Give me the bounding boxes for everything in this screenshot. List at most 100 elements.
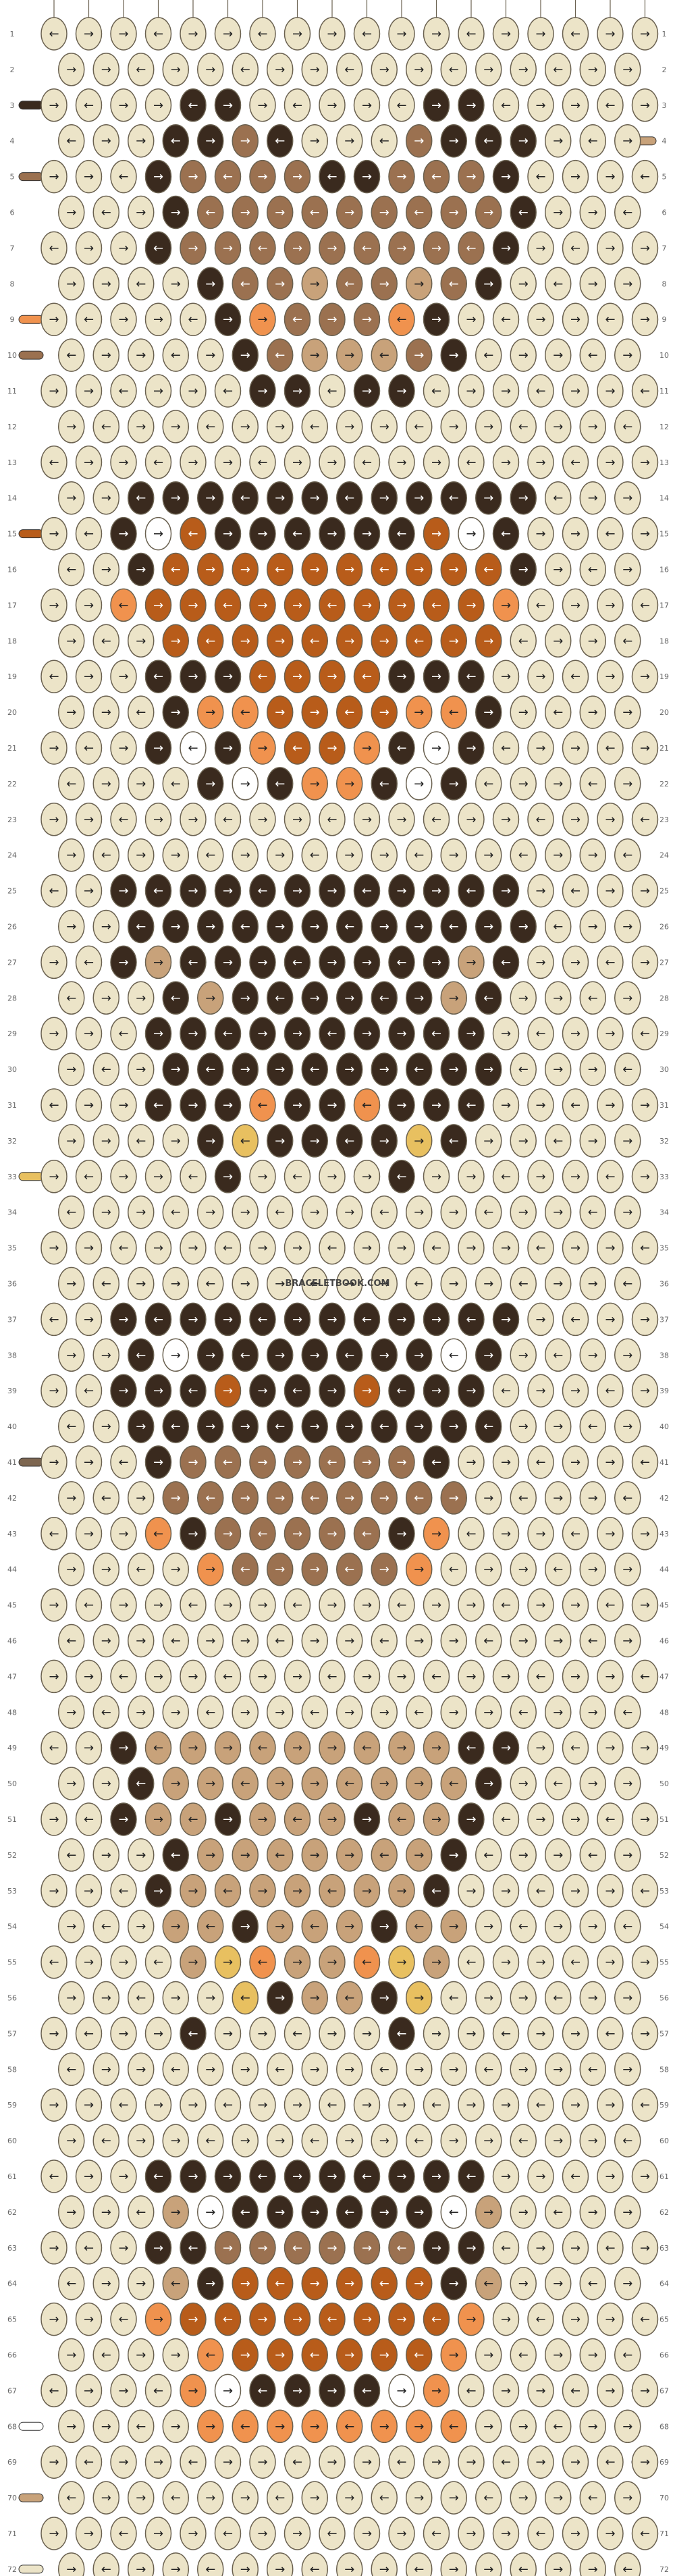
- arrow-right-icon: →: [379, 1277, 389, 1291]
- arrow-right-icon: →: [118, 1741, 128, 1755]
- knot: →: [249, 588, 276, 622]
- arrow-right-icon: →: [118, 1527, 128, 1541]
- knot: →: [371, 909, 398, 944]
- arrow-left-icon: ←: [84, 2455, 94, 2469]
- row-number-left: 35: [7, 1244, 17, 1253]
- knot: →: [527, 1088, 554, 1122]
- knot: ←: [458, 1517, 485, 1551]
- knot: →: [475, 195, 502, 230]
- arrow-right-icon: →: [605, 2098, 615, 2112]
- knot: →: [388, 374, 415, 408]
- row-number-right: 18: [659, 637, 669, 645]
- arrow-right-icon: →: [362, 527, 372, 541]
- arrow-left-icon: ←: [292, 2455, 302, 2469]
- knot: ←: [423, 2088, 450, 2122]
- arrow-right-icon: →: [362, 384, 372, 398]
- knot: →: [371, 2338, 398, 2372]
- arrow-left-icon: ←: [501, 527, 511, 541]
- arrow-right-icon: →: [622, 2277, 632, 2291]
- arrow-right-icon: →: [449, 1206, 459, 1220]
- arrow-right-icon: →: [223, 1813, 233, 1827]
- arrow-right-icon: →: [518, 2491, 529, 2505]
- arrow-right-icon: →: [622, 1848, 632, 1862]
- arrow-right-icon: →: [118, 2027, 128, 2041]
- arrow-right-icon: →: [136, 2349, 146, 2363]
- knot: ←: [180, 2016, 207, 2051]
- knot: ←: [440, 1767, 467, 1800]
- arrow-left-icon: ←: [622, 1063, 632, 1077]
- arrow-left-icon: ←: [136, 1777, 146, 1791]
- arrow-right-icon: →: [327, 1956, 337, 1970]
- knot: →: [510, 1981, 537, 2015]
- arrow-right-icon: →: [275, 1063, 285, 1077]
- arrow-right-icon: →: [205, 991, 215, 1005]
- arrow-left-icon: ←: [553, 705, 563, 720]
- arrow-left-icon: ←: [501, 313, 511, 327]
- knot: →: [458, 1374, 485, 1407]
- knot: ←: [301, 1266, 328, 1301]
- arrow-right-icon: →: [84, 2384, 94, 2398]
- row-number-right: 22: [659, 780, 669, 788]
- row-number-right: 59: [659, 2101, 669, 2110]
- arrow-left-icon: ←: [379, 1634, 389, 1648]
- arrow-right-icon: →: [588, 1134, 598, 1148]
- arrow-left-icon: ←: [379, 134, 389, 149]
- arrow-left-icon: ←: [66, 2277, 76, 2291]
- arrow-left-icon: ←: [344, 1134, 354, 1148]
- arrow-left-icon: ←: [66, 134, 76, 149]
- arrow-left-icon: ←: [396, 527, 406, 541]
- arrow-left-icon: ←: [292, 313, 302, 327]
- knot: ←: [388, 731, 415, 765]
- arrow-left-icon: ←: [431, 1884, 441, 1898]
- knot: ←: [180, 731, 207, 765]
- knot: ←: [597, 1374, 624, 1407]
- arrow-right-icon: →: [240, 1705, 250, 1719]
- arrow-left-icon: ←: [570, 670, 580, 684]
- knot: →: [319, 231, 346, 265]
- arrow-right-icon: →: [101, 1348, 111, 1362]
- arrow-left-icon: ←: [396, 1384, 406, 1398]
- knot: →: [180, 17, 207, 51]
- arrow-left-icon: ←: [136, 63, 146, 77]
- knot: →: [75, 2088, 103, 2122]
- arrow-right-icon: →: [66, 1991, 76, 2006]
- knot: →: [336, 2124, 363, 2157]
- knot: →: [614, 552, 641, 587]
- arrow-left-icon: ←: [84, 741, 94, 755]
- arrow-left-icon: ←: [292, 955, 302, 969]
- arrow-right-icon: →: [570, 2098, 580, 2112]
- arrow-left-icon: ←: [257, 27, 267, 41]
- row-number-right: 10: [659, 351, 669, 360]
- arrow-right-icon: →: [205, 2205, 215, 2220]
- row-number-right: 39: [659, 1387, 669, 1395]
- arrow-left-icon: ←: [66, 2062, 76, 2076]
- arrow-left-icon: ←: [640, 384, 650, 398]
- arrow-left-icon: ←: [362, 1527, 372, 1541]
- knot: →: [492, 159, 520, 194]
- arrow-right-icon: →: [49, 813, 59, 827]
- row-number-left: 13: [7, 458, 17, 467]
- arrow-right-icon: →: [101, 2277, 111, 2291]
- knot: ←: [58, 1410, 85, 1443]
- knot: →: [492, 374, 520, 408]
- knot: →: [40, 1802, 68, 1836]
- arrow-right-icon: →: [535, 1384, 545, 1398]
- knot: ←: [336, 53, 363, 86]
- knot: →: [458, 1445, 485, 1479]
- arrow-right-icon: →: [588, 1277, 598, 1291]
- knot: ←: [597, 1160, 624, 1193]
- arrow-right-icon: →: [153, 99, 163, 113]
- knot: →: [371, 1338, 398, 1372]
- knot: →: [406, 53, 433, 86]
- knot: ←: [406, 410, 433, 444]
- knot: →: [267, 1552, 294, 1586]
- knot: →: [92, 2195, 119, 2229]
- arrow-right-icon: →: [449, 348, 459, 363]
- knot: ←: [267, 767, 294, 801]
- row-number-right: 36: [659, 1280, 669, 1289]
- knot: →: [267, 1124, 294, 1158]
- arrow-right-icon: →: [431, 2241, 441, 2255]
- arrow-right-icon: →: [518, 1563, 529, 1577]
- arrow-right-icon: →: [153, 1241, 163, 1256]
- arrow-left-icon: ←: [379, 991, 389, 1005]
